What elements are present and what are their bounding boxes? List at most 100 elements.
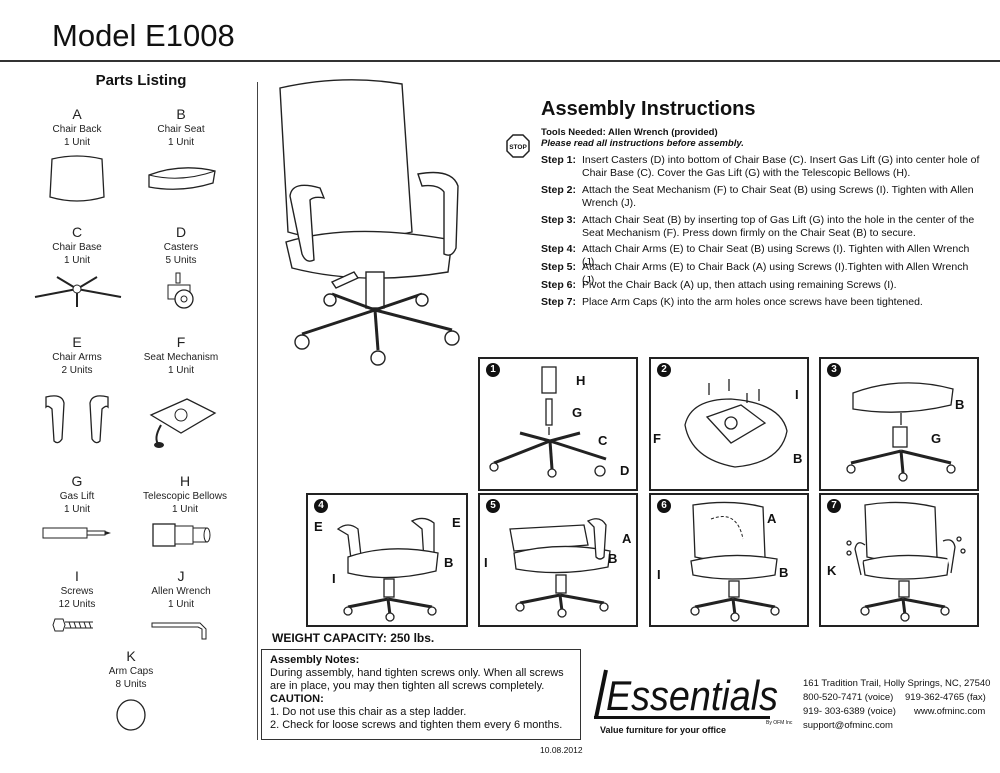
part-letter: C [71, 224, 83, 240]
step-label: Step 1: [541, 154, 577, 166]
part-qty: 1 Unit [167, 365, 195, 376]
diagram-step-2: 2 I F B [649, 357, 809, 491]
step-7: Step 7:Place Arm Caps (K) into the arm h… [541, 296, 981, 309]
label-i: I [795, 387, 799, 402]
part-qty: 12 Units [58, 599, 96, 610]
step-3-illustration [846, 382, 956, 482]
step-4-illustration [336, 517, 439, 622]
label-a: A [622, 531, 632, 546]
label-g: G [572, 405, 583, 420]
title-divider [0, 60, 1000, 62]
diagram-number: 2 [657, 363, 671, 377]
tagline: Value furniture for your office [600, 725, 727, 735]
step-6: Step 6:Pivot the Chair Back (A) up, then… [541, 279, 981, 292]
telescopic-bellows-icon [152, 523, 211, 547]
part-qty: 1 Unit [167, 599, 195, 610]
screw-icon [52, 618, 93, 632]
label-d: D [620, 463, 630, 478]
part-name: Chair Seat [157, 124, 205, 135]
label-a: A [767, 511, 777, 526]
part-h: H Telescopic Bellows 1 Unit [130, 473, 240, 550]
part-k: K Arm Caps 8 Units [76, 648, 186, 735]
step-text: Pivot the Chair Back (A) up, then attach… [582, 279, 897, 291]
chair-seat-icon [148, 167, 216, 190]
caster-icon [167, 272, 194, 309]
step-2: Step 2:Attach the Seat Mechanism (F) to … [541, 184, 981, 210]
part-qty: 1 Unit [63, 504, 91, 515]
caution-item: 1. Do not use this chair as a step ladde… [270, 706, 467, 718]
label-h: H [576, 373, 586, 388]
allen-wrench-icon [151, 622, 207, 640]
part-letter: D [175, 224, 187, 240]
step-label: Step 2: [541, 184, 577, 196]
caution-item: 2. Check for loose screws and tighten th… [270, 719, 563, 731]
weight-capacity: WEIGHT CAPACITY: 250 lbs. [272, 631, 435, 645]
label-b: B [793, 451, 803, 466]
part-name: Chair Back [52, 124, 102, 135]
part-name: Chair Base [52, 242, 102, 253]
stop-sign-icon: STOP [506, 134, 530, 158]
part-letter: H [179, 473, 191, 489]
diagram-number: 7 [827, 499, 841, 513]
part-name: Chair Arms [52, 352, 102, 363]
part-name: Seat Mechanism [143, 352, 219, 363]
address: 161 Tradition Trail, Holly Springs, NC, … [803, 678, 991, 689]
part-letter: B [176, 106, 186, 122]
diagram-number: 5 [486, 499, 500, 513]
part-letter: I [75, 568, 79, 584]
part-letter: A [72, 106, 82, 122]
step-text: Attach Chair Arms (E) to Chair Seat (B) … [582, 243, 970, 268]
support-email: support@ofminc.com [803, 720, 893, 731]
diagram-number: 1 [486, 363, 500, 377]
caution-heading: CAUTION: [270, 693, 324, 705]
column-divider [257, 82, 258, 740]
label-i: I [657, 567, 661, 582]
part-b: B Chair Seat 1 Unit [126, 106, 236, 201]
part-c: C Chair Base 1 Unit [22, 224, 132, 311]
label-b: B [779, 565, 789, 580]
step-5-illustration [509, 518, 611, 618]
notes-heading: Assembly Notes: [270, 654, 360, 666]
diagram-step-1: 1 H G C D [478, 357, 638, 491]
part-name: Telescopic Bellows [143, 491, 227, 502]
diagram-step-6: 6 A I B [649, 493, 809, 627]
phone-fax: 919-362-4765 (fax) [905, 692, 986, 703]
page-title: Model E1008 [52, 18, 235, 53]
part-i: I Screws 12 Units [22, 568, 132, 635]
part-g: G Gas Lift 1 Unit [22, 473, 132, 546]
step-1-illustration [489, 366, 607, 478]
step-text: Insert Casters (D) into bottom of Chair … [582, 154, 980, 179]
part-a: A Chair Back 1 Unit [22, 106, 132, 207]
part-d: D Casters 5 Units [126, 224, 236, 311]
part-qty: 1 Unit [171, 504, 199, 515]
document-date: 10.08.2012 [540, 745, 583, 755]
part-qty: 1 Unit [63, 255, 91, 266]
step-2-illustration [684, 379, 788, 468]
part-name: Gas Lift [59, 491, 95, 502]
chair-base-icon [34, 276, 122, 307]
label-i: I [332, 571, 336, 586]
label-g: G [931, 431, 942, 446]
step-5: Step 5:Attach Chair Arms (E) to Chair Ba… [541, 261, 981, 287]
phone-voice: 800-520-7471 (voice) [803, 692, 894, 703]
assembled-chair-illustration [279, 79, 460, 366]
part-qty: 8 Units [115, 679, 147, 690]
step-label: Step 7: [541, 296, 577, 308]
chair-back-icon [49, 155, 105, 202]
part-e: E Chair Arms 2 Units [22, 334, 132, 451]
part-name: Casters [163, 242, 199, 253]
diagram-step-7: 7 K [819, 493, 979, 627]
diagram-step-4: 4 E E B I [306, 493, 468, 627]
step-label: Step 3: [541, 214, 577, 226]
essentials-logo: Essentials By OFM Inc [594, 669, 793, 726]
label-e: E [452, 515, 461, 530]
step-7-illustration [846, 501, 966, 622]
parts-listing-heading: Parts Listing [95, 72, 187, 89]
website: www.ofminc.com [914, 706, 986, 717]
step-label: Step 5: [541, 261, 577, 273]
assembly-heading: Assembly Instructions [541, 98, 756, 120]
part-letter: K [126, 648, 136, 664]
part-qty: 1 Unit [63, 137, 91, 148]
assembly-notes-box: Assembly Notes: During assembly, hand ti… [261, 649, 581, 740]
part-qty: 1 Unit [167, 137, 195, 148]
